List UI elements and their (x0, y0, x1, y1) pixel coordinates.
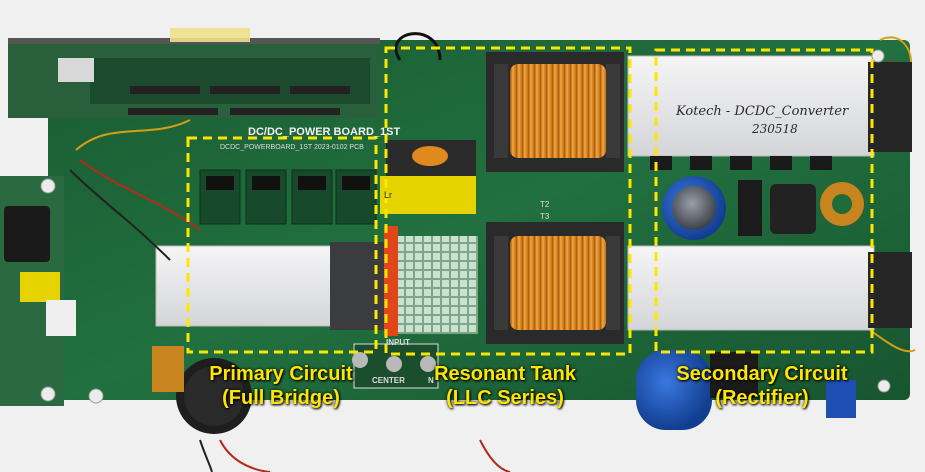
primary-circuit-caption: Primary Circuit (Full Bridge) (196, 362, 366, 410)
yellow-relay (20, 272, 60, 302)
secondary-heatsink-bottom (627, 245, 875, 331)
fan-top (868, 62, 912, 152)
lr-tape-label: Lr (384, 190, 393, 200)
resonant-tank-title: Resonant Tank (434, 363, 576, 385)
control-connector (58, 58, 94, 82)
blue-connector (826, 380, 856, 418)
primary-circuit-box (186, 136, 378, 354)
t3-silk: T3 (540, 212, 550, 221)
input-choke (152, 346, 184, 392)
ceramic-capacitor-bank (398, 236, 478, 334)
primary-circuit-title: Primary Circuit (209, 363, 353, 385)
header-pins (128, 86, 350, 115)
standoffs (40, 49, 891, 404)
capacitor-bank-edge (384, 226, 398, 336)
center-silk: CENTER (372, 376, 405, 385)
secondary-circuit-box (654, 48, 874, 354)
board-subtitle-silk: DCDC_POWERBOARD_1ST 2023-0102 PCB (220, 144, 364, 151)
sticker-line-2: 230518 (752, 122, 798, 136)
resonant-tank-box (384, 46, 632, 356)
mosfet-modules (199, 169, 377, 225)
secondary-circuit-detail: (Rectifier) (715, 387, 809, 409)
sticker-line-1: Kotech - DCDC_Converter (676, 104, 849, 119)
rectifier-diodes (650, 156, 832, 170)
tape-strip (170, 28, 250, 42)
secondary-heatsink-top (627, 55, 875, 157)
primary-fan-end (330, 242, 390, 330)
transformer-t3 (486, 222, 624, 344)
ground-silk: N (428, 376, 434, 385)
t2-silk: T2 (540, 200, 550, 209)
relay-black (770, 184, 816, 234)
output-inductor (710, 352, 758, 398)
resonant-inductor-tape (380, 176, 476, 214)
secondary-circuit-title: Secondary Circuit (676, 363, 848, 385)
input-silk: INPUT (386, 338, 410, 347)
connector-block (46, 300, 76, 336)
resonant-tank-caption: Resonant Tank (LLC Series) (420, 362, 590, 410)
board-title-silk: DC/DC_POWER BOARD_1ST (248, 126, 401, 138)
transformer-t2 (486, 52, 624, 172)
secondary-circuit-caption: Secondary Circuit (Rectifier) (662, 362, 862, 410)
resonant-tank-detail: (LLC Series) (446, 387, 564, 409)
resonant-inductor-winding (412, 146, 448, 166)
output-choke-core (738, 180, 762, 236)
terminal-block (4, 206, 50, 262)
control-board-area (90, 58, 370, 104)
primary-circuit-detail: (Full Bridge) (222, 387, 340, 409)
fan-bottom (868, 252, 912, 328)
output-capacitor-2 (636, 350, 712, 430)
